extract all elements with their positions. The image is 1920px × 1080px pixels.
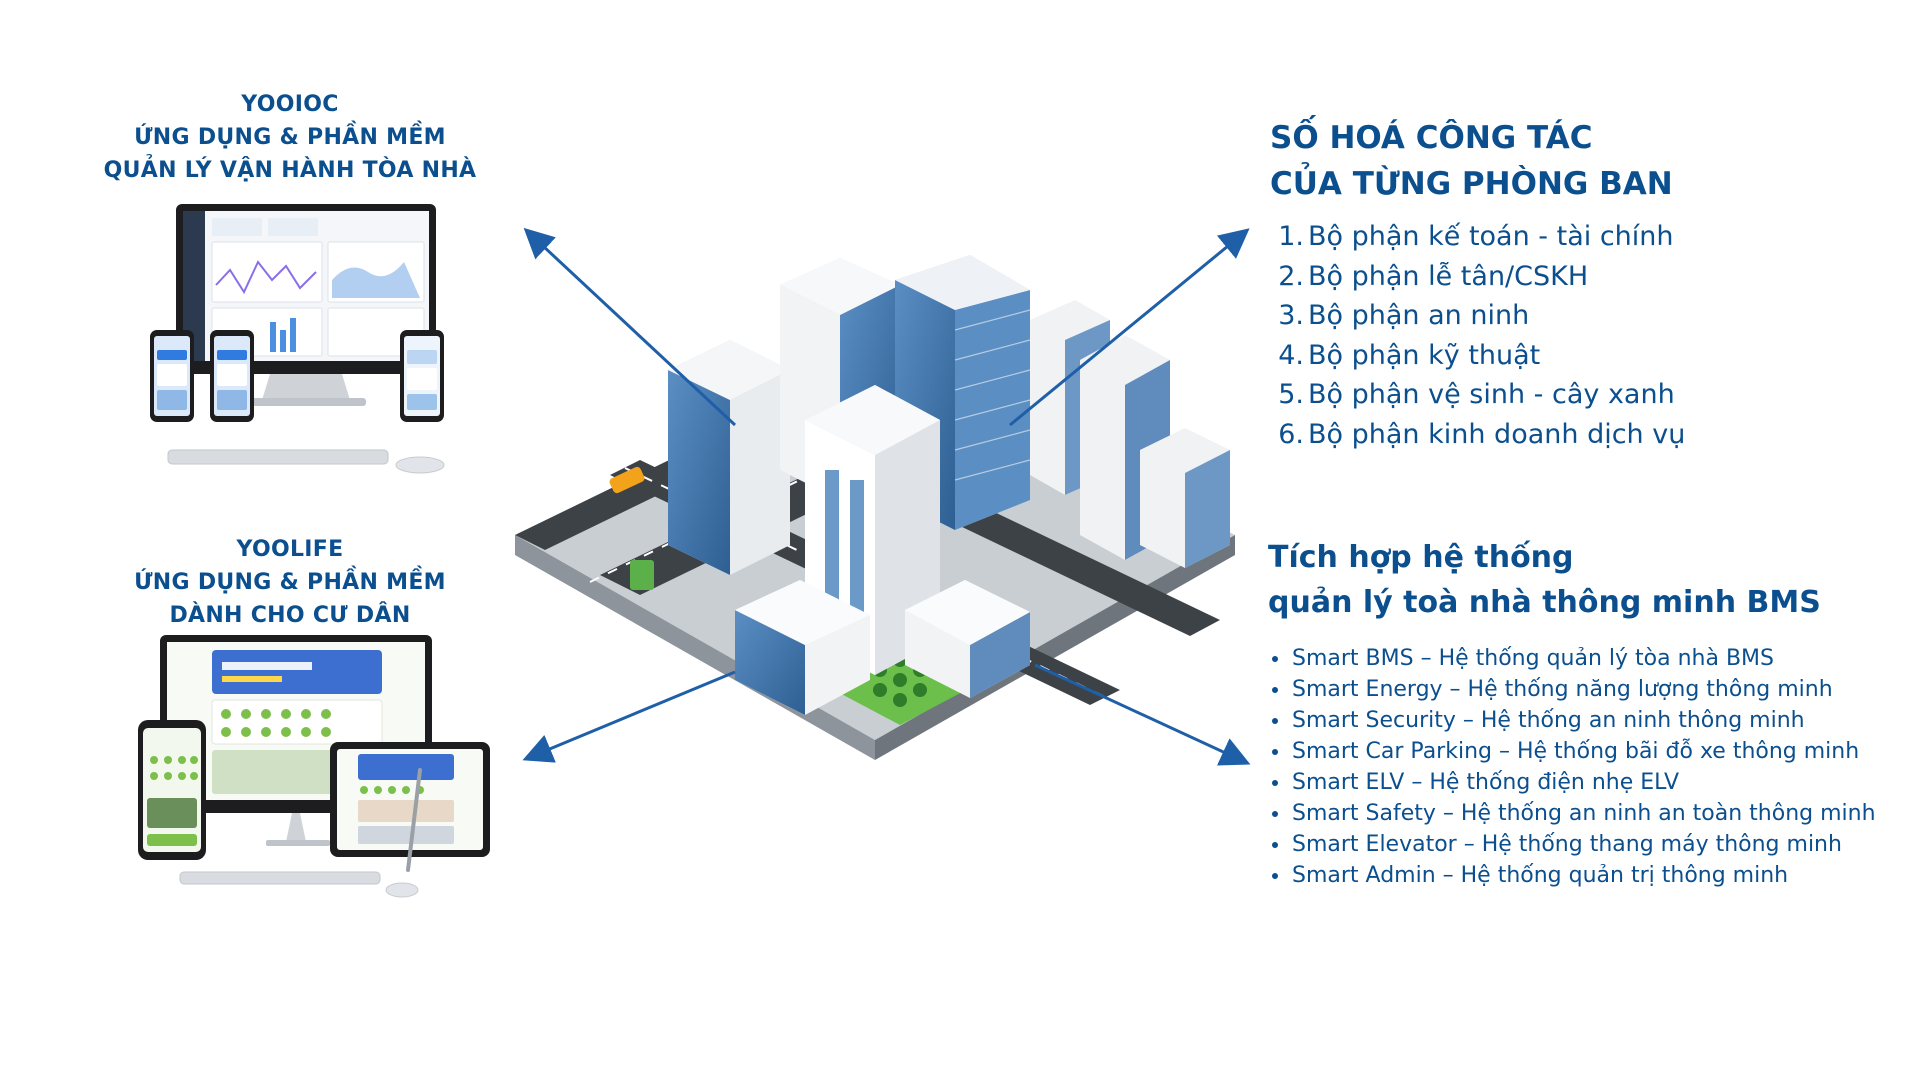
list-label: Smart Elevator – Hệ thống thang máy thôn… xyxy=(1292,832,1842,857)
list-label: Smart Car Parking – Hệ thống bãi đỗ xe t… xyxy=(1292,739,1860,764)
list-label: Smart Security – Hệ thống an ninh thông … xyxy=(1292,708,1805,733)
tablet-icon xyxy=(330,742,490,872)
yoolife-title-line: YOOLIFE xyxy=(236,537,344,562)
bullet-icon xyxy=(1272,686,1278,693)
list-label: Smart Admin – Hệ thống quản trị thông mi… xyxy=(1292,863,1789,888)
list-number: 3. xyxy=(1278,300,1304,331)
list-label: Smart Safety – Hệ thống an ninh an toàn … xyxy=(1292,801,1876,826)
bullet-icon xyxy=(1272,717,1278,724)
digitize-title-line: SỐ HOÁ CÔNG TÁC xyxy=(1270,120,1593,156)
monitor-icon xyxy=(176,204,436,406)
list-item: Smart ELV – Hệ thống điện nhẹ ELV xyxy=(1272,767,1908,798)
list-label: Bộ phận lễ tân/CSKH xyxy=(1308,260,1589,292)
yoolife-heading: YOOLIFE ỨNG DỤNG & PHẦN MỀM DÀNH CHO CƯ … xyxy=(100,533,480,632)
list-label: Bộ phận an ninh xyxy=(1308,300,1530,331)
yooioc-subtitle-line: ỨNG DỤNG & PHẦN MỀM xyxy=(134,125,446,150)
list-item: Smart Car Parking – Hệ thống bãi đỗ xe t… xyxy=(1272,736,1908,767)
list-label: Bộ phận vệ sinh - cây xanh xyxy=(1308,379,1675,410)
list-item: Smart Admin – Hệ thống quản trị thông mi… xyxy=(1272,860,1908,891)
bms-title-line: Tích hợp hệ thống xyxy=(1268,540,1574,575)
phone-icon xyxy=(400,330,444,422)
digitize-title-line: CỦA TỪNG PHÒNG BAN xyxy=(1270,166,1673,202)
connector-arrows xyxy=(522,227,1251,766)
list-item: 3.Bộ phận an ninh xyxy=(1276,296,1870,336)
list-item: Smart BMS – Hệ thống quản lý tòa nhà BMS xyxy=(1272,643,1908,674)
list-label: Bộ phận kỹ thuật xyxy=(1308,339,1541,371)
phone-icon xyxy=(210,330,254,422)
arrow-to-yoolife xyxy=(522,670,736,763)
digitize-title: SỐ HOÁ CÔNG TÁC CỦA TỪNG PHÒNG BAN xyxy=(1270,115,1870,207)
list-number: 6. xyxy=(1278,418,1304,450)
list-item: 4.Bộ phận kỹ thuật xyxy=(1276,336,1870,376)
list-item: Smart Safety – Hệ thống an ninh an toàn … xyxy=(1272,798,1908,829)
bullet-icon xyxy=(1272,841,1278,848)
arrow-to-digitize xyxy=(1009,228,1250,427)
list-number: 1. xyxy=(1278,221,1304,252)
arrow-to-bms xyxy=(1034,663,1251,766)
yoolife-devices xyxy=(138,635,490,898)
bullet-icon xyxy=(1272,748,1278,755)
phone-icon xyxy=(138,720,206,860)
list-item: Smart Energy – Hệ thống năng lượng thông… xyxy=(1272,674,1908,705)
bullet-icon xyxy=(1272,872,1278,879)
list-number: 5. xyxy=(1278,379,1304,410)
list-label: Bộ phận kế toán - tài chính xyxy=(1308,221,1674,252)
yooioc-title-line: YOOIOC xyxy=(241,92,339,117)
list-label: Smart BMS – Hệ thống quản lý tòa nhà BMS xyxy=(1292,646,1774,671)
arrow-to-yooioc xyxy=(523,227,737,427)
phone-icon xyxy=(150,330,194,422)
mouse-icon xyxy=(395,456,445,474)
yooioc-heading: YOOIOC ỨNG DỤNG & PHẦN MỀM QUẢN LÝ VẬN H… xyxy=(80,88,500,187)
bullet-icon xyxy=(1272,810,1278,817)
list-item: Smart Security – Hệ thống an ninh thông … xyxy=(1272,705,1908,736)
list-number: 2. xyxy=(1278,260,1304,292)
bms-section: Tích hợp hệ thống quản lý toà nhà thông … xyxy=(1268,535,1908,891)
bms-title-line: quản lý toà nhà thông minh BMS xyxy=(1268,585,1821,620)
list-label: Bộ phận kinh doanh dịch vụ xyxy=(1308,418,1686,450)
bms-title: Tích hợp hệ thống quản lý toà nhà thông … xyxy=(1268,535,1908,625)
bullet-icon xyxy=(1272,779,1278,786)
list-item: 6.Bộ phận kinh doanh dịch vụ xyxy=(1276,415,1870,455)
list-label: Smart Energy – Hệ thống năng lượng thông… xyxy=(1292,677,1833,702)
mouse-icon xyxy=(385,882,419,898)
bullet-icon xyxy=(1272,655,1278,662)
digitize-section: SỐ HOÁ CÔNG TÁC CỦA TỪNG PHÒNG BAN 1.Bộ … xyxy=(1270,115,1870,454)
department-list: 1.Bộ phận kế toán - tài chính 2.Bộ phận … xyxy=(1276,217,1870,454)
list-item: Smart Elevator – Hệ thống thang máy thôn… xyxy=(1272,829,1908,860)
keyboard-icon xyxy=(179,871,381,885)
yoolife-subtitle-line: ỨNG DỤNG & PHẦN MỀM xyxy=(134,570,446,595)
list-item: 5.Bộ phận vệ sinh - cây xanh xyxy=(1276,375,1870,415)
list-number: 4. xyxy=(1278,339,1304,371)
yoolife-subtitle-line: DÀNH CHO CƯ DÂN xyxy=(169,603,411,628)
city-illustration xyxy=(515,255,1235,760)
yooioc-subtitle-line: QUẢN LÝ VẬN HÀNH TÒA NHÀ xyxy=(103,158,477,183)
list-item: 2.Bộ phận lễ tân/CSKH xyxy=(1276,257,1870,297)
keyboard-icon xyxy=(167,449,389,465)
bms-system-list: Smart BMS – Hệ thống quản lý tòa nhà BMS… xyxy=(1272,643,1908,891)
list-item: 1.Bộ phận kế toán - tài chính xyxy=(1276,217,1870,257)
yooioc-devices xyxy=(150,204,445,474)
list-label: Smart ELV – Hệ thống điện nhẹ ELV xyxy=(1292,770,1680,795)
